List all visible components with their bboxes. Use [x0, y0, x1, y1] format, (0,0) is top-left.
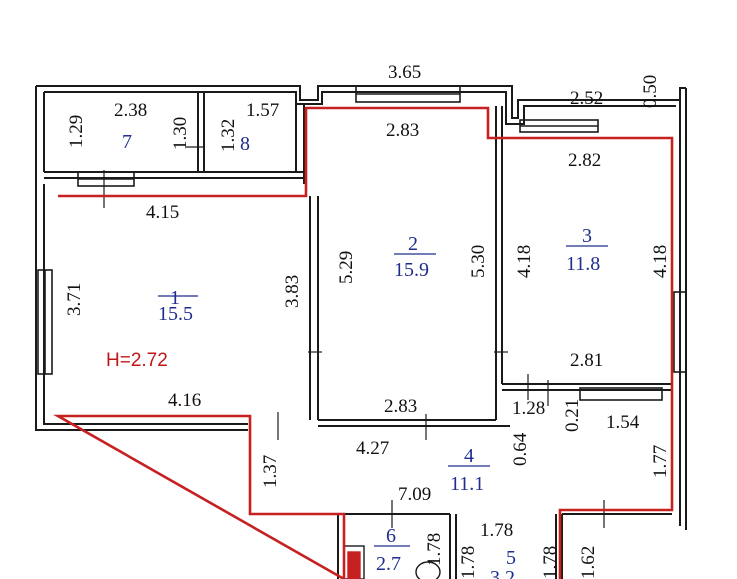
window-right [673, 291, 687, 373]
room-number: 1 [170, 287, 180, 309]
dim-label: 4.27 [356, 438, 389, 459]
left-outer-wall [35, 86, 248, 431]
room-area: 15.9 [394, 259, 429, 281]
room-area: 2.7 [376, 553, 401, 575]
room-number: 5 [506, 547, 516, 569]
dim-label: 1.78 [480, 520, 513, 541]
wall-room1-room2 [309, 196, 319, 420]
dim-label: 4.16 [168, 390, 201, 411]
dim-label: 1.78 [540, 546, 561, 579]
corridor-top-wall [318, 419, 510, 427]
room-number: 8 [240, 133, 250, 155]
room-number: 4 [464, 445, 474, 467]
dim-label: 1.28 [512, 398, 545, 419]
dim-label: 1.32 [218, 119, 239, 152]
dim-label: 4.18 [514, 245, 535, 278]
dim-label: 1.77 [650, 445, 671, 478]
dim-label: 0.21 [562, 399, 583, 432]
bathroom-walls [344, 513, 457, 579]
balcony-partition [197, 92, 205, 172]
dim-label: 2.83 [386, 120, 419, 141]
toilet-icon [415, 561, 441, 579]
bath5-right-wall [555, 513, 672, 579]
dim-label: 1.30 [170, 117, 191, 150]
room-area: 15.5 [158, 303, 193, 325]
room-number: 6 [386, 525, 396, 547]
wall-room2-room3 [495, 106, 503, 420]
dim-label: 3.83 [282, 275, 303, 308]
dimension-labels: 3.65 0.50 2.52 2.38 1.57 1.29 1.30 1.32 … [64, 62, 671, 579]
room-number: 2 [408, 233, 418, 255]
ceiling-height-label: H=2.72 [106, 350, 168, 371]
dim-label: 1.54 [606, 412, 640, 433]
dim-label: 4.18 [650, 245, 671, 278]
balcony-right-wall [295, 92, 305, 184]
dim-label: 0.50 [640, 75, 661, 108]
room-number: 7 [122, 131, 132, 153]
dim-label: 3.65 [388, 62, 421, 83]
room-number: 3 [582, 225, 592, 247]
dim-label: 2.38 [114, 100, 147, 121]
apartment-outline [53, 106, 674, 579]
windows [37, 85, 687, 401]
dim-label: 4.15 [146, 202, 179, 223]
dim-label: 1.62 [578, 546, 599, 579]
dim-label: 7.09 [398, 484, 431, 505]
dim-label: 1.37 [260, 455, 281, 488]
room-area: 11.1 [450, 473, 484, 495]
room-area: 3.2 [490, 567, 515, 579]
dim-label: 1.78 [424, 533, 445, 566]
dim-label: 2.81 [570, 350, 603, 371]
room-area: 11.8 [566, 253, 600, 275]
dim-label: 1.57 [246, 100, 279, 121]
window-corridor [579, 387, 663, 401]
dim-label: 1.78 [458, 546, 479, 579]
dimension-lines [103, 146, 605, 528]
dim-label: 2.82 [568, 150, 601, 171]
dim-label: 3.71 [64, 283, 85, 316]
room3-bottom-wall [502, 383, 672, 391]
dim-label: 5.29 [336, 251, 357, 284]
room-labels: 1 15.5 2 15.9 3 11.8 4 11.1 5 3.2 6 2.7 … [122, 131, 608, 579]
dim-label: 2.83 [384, 396, 417, 417]
dim-label: 2.52 [570, 88, 603, 109]
dim-label: 1.29 [66, 115, 87, 148]
dim-label: 0.64 [510, 432, 531, 466]
left-inner-wall [43, 184, 248, 425]
right-outer-wall [679, 88, 687, 530]
dim-label: 5.30 [468, 245, 489, 278]
